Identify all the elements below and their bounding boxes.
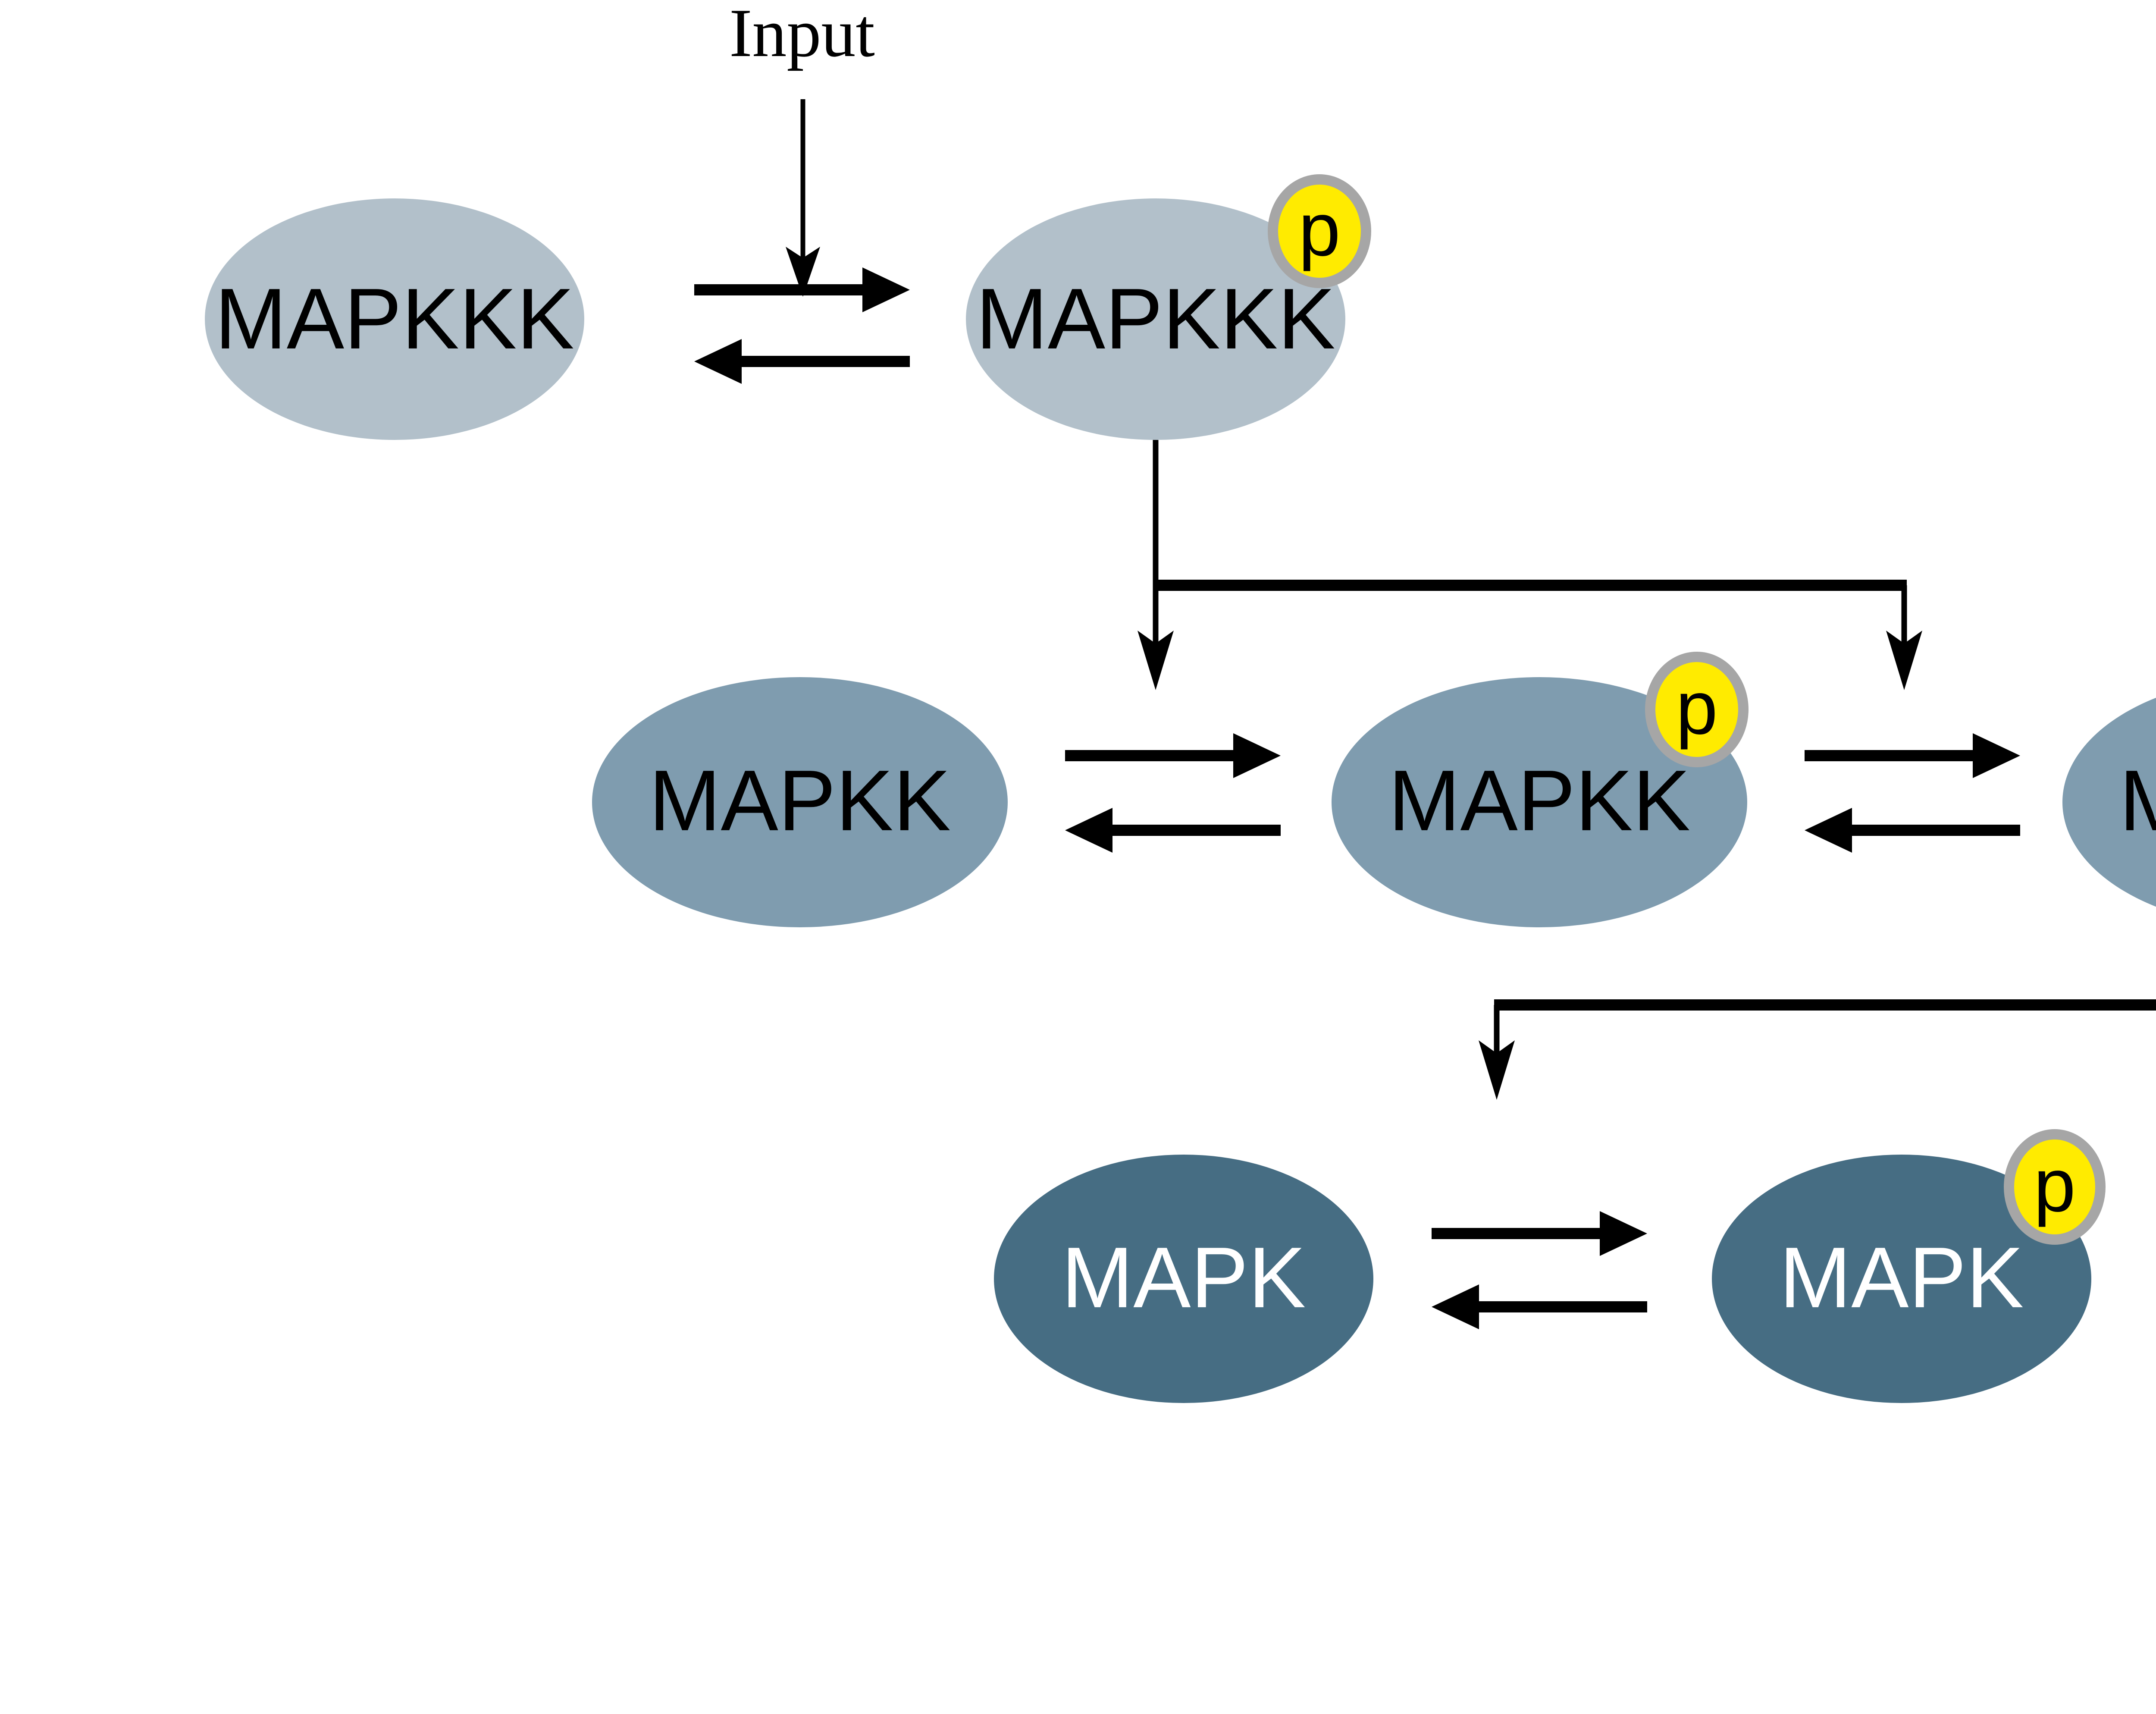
phospho-badge-label: p xyxy=(1676,666,1717,750)
input-label: Input xyxy=(729,0,875,71)
node-mapk-1p[interactable]: MAPK p xyxy=(1712,1129,2106,1403)
input-arrowhead xyxy=(786,247,820,297)
reverse-arrowhead xyxy=(1432,1284,1479,1329)
link-left-arrowhead xyxy=(1138,631,1174,690)
phospho-badge-icon xyxy=(1268,174,1371,288)
node-label: MAPK xyxy=(1780,1230,2024,1326)
link-kk-to-k xyxy=(1479,999,2156,1100)
node-label: MAPKK xyxy=(2119,753,2156,849)
phospho-badge-group: p xyxy=(2004,1129,2106,1245)
phospho-badge-icon xyxy=(2004,1129,2106,1245)
reverse-arrowhead xyxy=(694,339,742,384)
reverse-arrowhead xyxy=(1065,808,1112,853)
node-label: MAPKK xyxy=(649,753,951,849)
node-ellipse[interactable] xyxy=(1332,677,1747,927)
node-mapkkk-0p[interactable]: MAPKKK xyxy=(205,198,584,440)
reaction-rxn-kk-2 xyxy=(1805,733,2020,853)
link-kkk-to-kk xyxy=(1138,440,1922,690)
node-ellipse[interactable] xyxy=(2062,677,2156,927)
link-left-arrowhead xyxy=(1479,1040,1515,1100)
node-ellipse[interactable] xyxy=(592,677,1008,927)
reaction-rxn-k-1 xyxy=(1432,1211,1647,1329)
terminal-input: Input xyxy=(729,0,875,297)
node-mapkk-2p[interactable]: MAPKK p p xyxy=(2062,652,2156,927)
link-right-arrowhead xyxy=(1886,631,1922,690)
node-ellipse[interactable] xyxy=(994,1155,1373,1403)
node-mapkk-0p[interactable]: MAPKK xyxy=(592,677,1008,927)
node-mapkkk-1p[interactable]: MAPKKK p xyxy=(966,174,1371,440)
phospho-badge-group: p xyxy=(1645,652,1749,767)
node-label: MAPKK xyxy=(1388,753,1690,849)
phospho-badge-group: p xyxy=(1268,174,1371,288)
node-ellipse[interactable] xyxy=(1712,1155,2091,1403)
reaction-rxn-kk-1 xyxy=(1065,733,1281,853)
phospho-badge-label: p xyxy=(1298,188,1340,272)
phospho-badge-label: p xyxy=(2034,1143,2075,1227)
tier-mapkk: MAPKK MAPKK p xyxy=(592,652,2156,927)
reverse-arrowhead xyxy=(1805,808,1852,853)
node-ellipse[interactable] xyxy=(205,198,584,440)
node-label: MAPK xyxy=(1062,1230,1306,1326)
node-label: MAPKKK xyxy=(976,271,1335,367)
tier-mapk: MAPK MAPK p xyxy=(994,1129,2106,1403)
node-label: MAPKKK xyxy=(215,271,574,367)
node-mapk-0p[interactable]: MAPK xyxy=(994,1155,1373,1403)
forward-arrowhead xyxy=(862,267,910,312)
forward-arrowhead xyxy=(1600,1211,1647,1256)
tier-mapkkk: MAPKKK MAPKKK p xyxy=(205,174,1371,440)
node-mapkk-1p[interactable]: MAPKK p xyxy=(1332,652,1749,927)
forward-arrowhead xyxy=(1973,733,2020,778)
node-ellipse[interactable] xyxy=(966,198,1345,440)
reaction-rxn-kkk xyxy=(694,267,910,384)
phospho-badge-icon xyxy=(1645,652,1749,767)
forward-arrowhead xyxy=(1233,733,1281,778)
